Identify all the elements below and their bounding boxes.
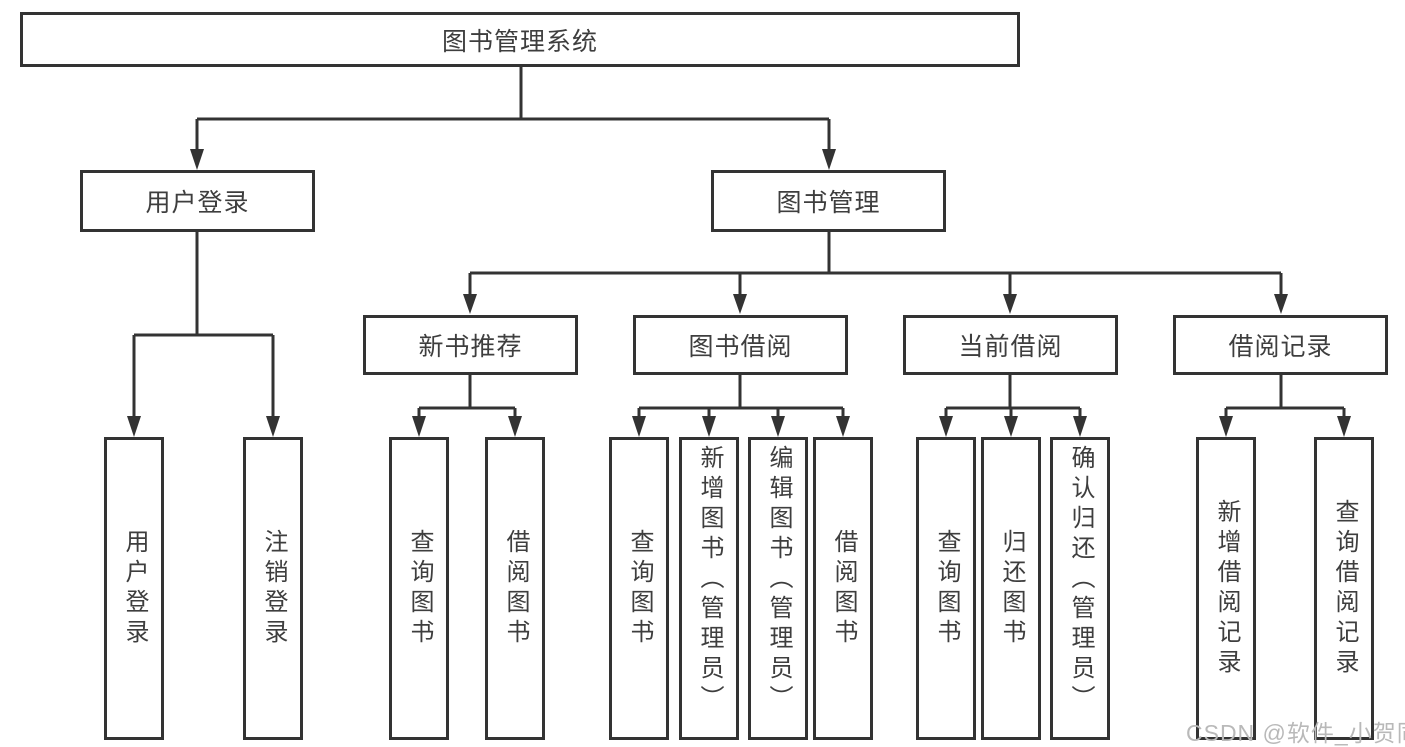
leaf-query-borrow-record-label: 查询借阅记录: [1331, 498, 1358, 679]
leaf-query-books-borrow: 查询图书: [609, 437, 669, 740]
node-current-borrow: 当前借阅: [903, 315, 1118, 375]
leaf-confirm-return-admin: 确认归还（管理员）: [1050, 437, 1110, 740]
leaf-query-borrow-record: 查询借阅记录: [1314, 437, 1374, 740]
leaf-return-books: 归还图书: [981, 437, 1041, 740]
leaf-return-books-label: 归还图书: [998, 528, 1025, 649]
leaf-add-borrow-record: 新增借阅记录: [1196, 437, 1256, 740]
leaf-borrow-books: 借阅图书: [813, 437, 873, 740]
node-library-management-system: 图书管理系统: [20, 12, 1020, 67]
leaf-borrow-books-recommend-label: 借阅图书: [502, 528, 529, 649]
leaf-edit-books-admin: 编辑图书（管理员）: [748, 437, 808, 740]
node-new-book-recommend: 新书推荐: [363, 315, 578, 375]
node-book-management: 图书管理: [711, 170, 946, 232]
leaf-query-books-current: 查询图书: [916, 437, 976, 740]
node-borrow-record: 借阅记录: [1173, 315, 1388, 375]
node-user-login: 用户登录: [80, 170, 315, 232]
leaf-borrow-books-recommend: 借阅图书: [485, 437, 545, 740]
leaf-query-books-borrow-label: 查询图书: [626, 528, 653, 649]
leaf-borrow-books-label: 借阅图书: [830, 528, 857, 649]
leaf-add-books-admin: 新增图书（管理员）: [679, 437, 739, 740]
leaf-user-login-label: 用户登录: [121, 528, 148, 649]
leaf-confirm-return-admin-label: 确认归还（管理员）: [1067, 445, 1094, 715]
leaf-query-books-current-label: 查询图书: [933, 528, 960, 649]
leaf-add-borrow-record-label: 新增借阅记录: [1213, 498, 1240, 679]
leaf-query-books-recommend: 查询图书: [389, 437, 449, 740]
leaf-logout: 注销登录: [243, 437, 303, 740]
leaf-user-login: 用户登录: [104, 437, 164, 740]
leaf-logout-label: 注销登录: [260, 528, 287, 649]
leaf-query-books-recommend-label: 查询图书: [406, 528, 433, 649]
leaf-edit-books-admin-label: 编辑图书（管理员）: [765, 445, 792, 715]
leaf-add-books-admin-label: 新增图书（管理员）: [696, 445, 723, 715]
node-book-borrow: 图书借阅: [633, 315, 848, 375]
